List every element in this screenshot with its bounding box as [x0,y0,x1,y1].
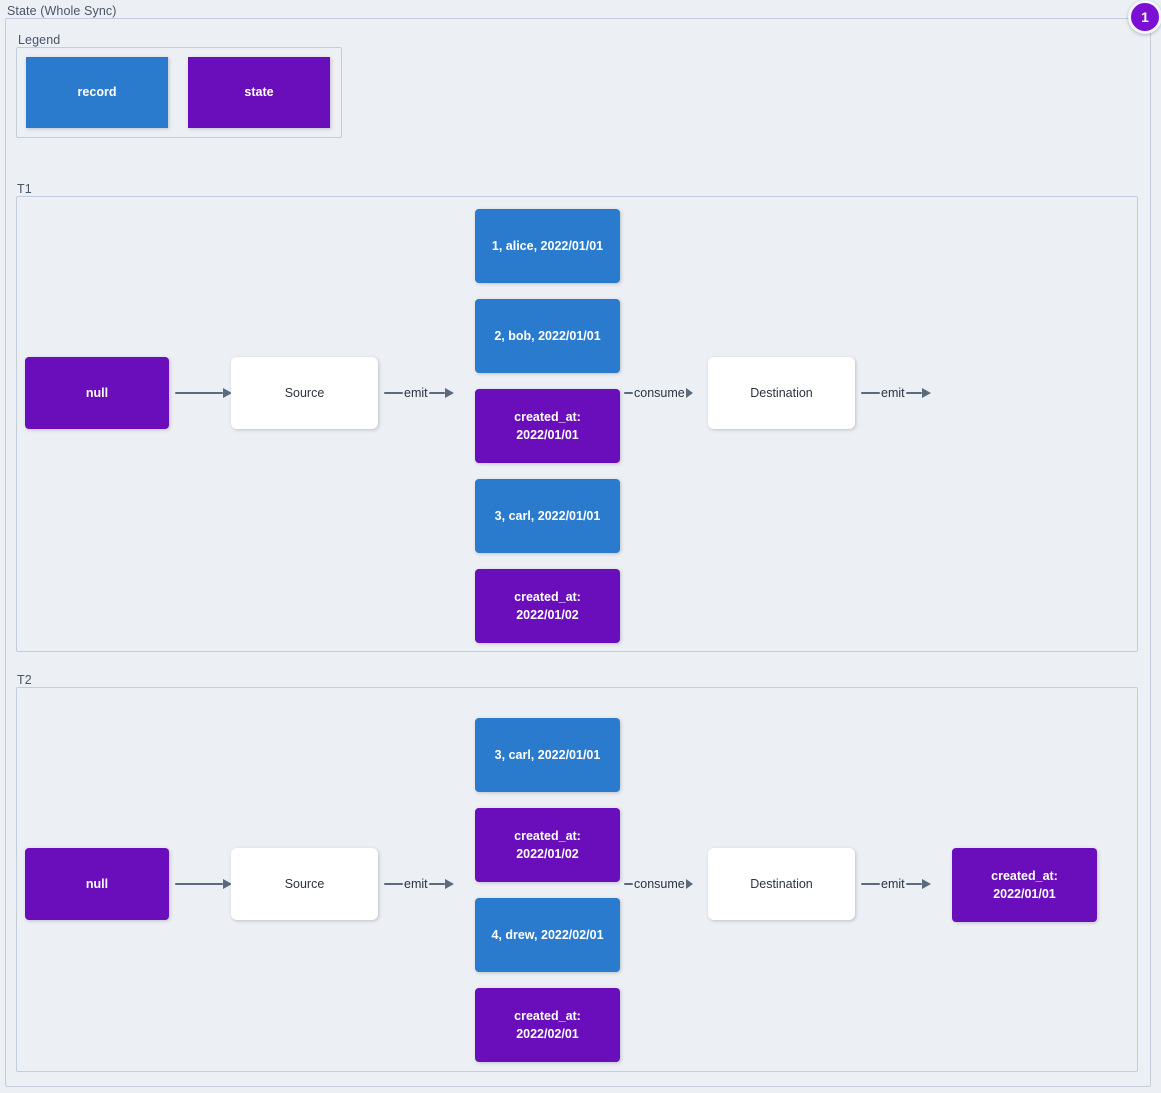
arrowhead-icon [685,879,693,889]
edge-line [624,391,633,395]
t2-stream-item-2[interactable]: 4, drew, 2022/02/01 [475,898,620,972]
t1-source-node[interactable]: Source [231,357,378,429]
t2-edge-destination-emit: emit [861,877,931,891]
arrowhead-icon [223,879,232,889]
step-badge[interactable]: 1 [1128,0,1161,34]
t2-destination-node[interactable]: Destination [708,848,855,920]
t1-stream-item-3[interactable]: 3, carl, 2022/01/01 [475,479,620,553]
legend-swatch-state: state [188,57,330,128]
t2-source-node[interactable]: Source [231,848,378,920]
legend-title: Legend [18,33,61,47]
t2-edge-label-consume: consume [634,877,685,891]
legend-swatch-record: record [26,57,168,128]
arrowhead-icon [444,879,454,889]
t1-stream-item-2[interactable]: created_at: 2022/01/01 [475,389,620,463]
arrowhead-icon [223,388,232,398]
edge-line [384,391,403,395]
t2-edge-destination-consume: consume [624,877,693,891]
arrowhead-icon [685,388,693,398]
t2-edge-source-emit: emit [384,877,454,891]
t2-initial-state-node[interactable]: null [25,848,169,920]
t2-final-state-node[interactable]: created_at: 2022/01/01 [952,848,1097,922]
t2-subgraph-title: T2 [17,673,32,687]
edge-line [175,882,223,886]
t1-edge-label-consume: consume [634,386,685,400]
edge-line [905,391,922,395]
t1-edge-label-emit: emit [404,386,428,400]
arrowhead-icon [444,388,454,398]
edge-line [428,391,445,395]
t2-edge-state-to-source [175,877,232,891]
arrowhead-icon [921,388,931,398]
arrowhead-icon [921,879,931,889]
edge-line [175,391,223,395]
t1-initial-state-node[interactable]: null [25,357,169,429]
diagram-title: State (Whole Sync) [7,4,117,18]
t1-destination-node[interactable]: Destination [708,357,855,429]
t2-edge-label-emit-out: emit [881,877,905,891]
edge-line [905,882,922,886]
edge-line [861,391,880,395]
t2-edge-label-emit: emit [404,877,428,891]
t1-stream-item-1[interactable]: 2, bob, 2022/01/01 [475,299,620,373]
t1-stream-item-4[interactable]: created_at: 2022/01/02 [475,569,620,643]
t1-edge-destination-emit: emit [861,386,931,400]
t1-edge-label-emit-out: emit [881,386,905,400]
edge-line [861,882,880,886]
t2-stream-item-0[interactable]: 3, carl, 2022/01/01 [475,718,620,792]
t1-edge-state-to-source [175,386,232,400]
edge-line [384,882,403,886]
t2-stream-item-3[interactable]: created_at: 2022/02/01 [475,988,620,1062]
t1-edge-source-emit: emit [384,386,454,400]
edge-line [624,882,633,886]
t1-subgraph-title: T1 [17,182,32,196]
edge-line [428,882,445,886]
t2-stream-item-1[interactable]: created_at: 2022/01/02 [475,808,620,882]
t1-edge-destination-consume: consume [624,386,693,400]
t1-stream-item-0[interactable]: 1, alice, 2022/01/01 [475,209,620,283]
